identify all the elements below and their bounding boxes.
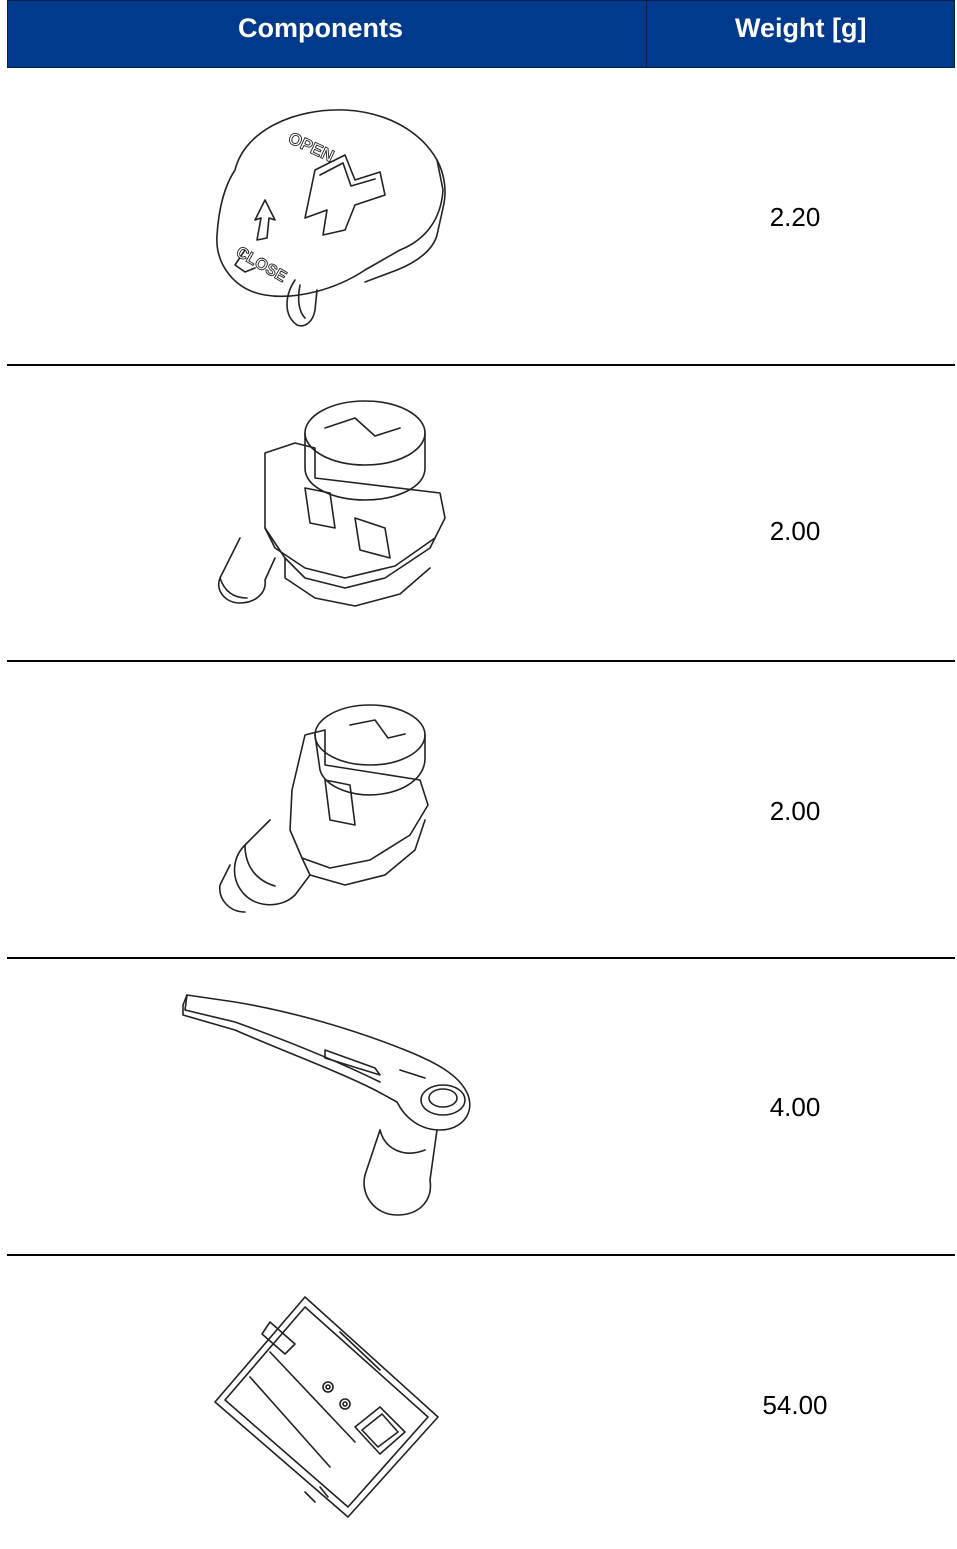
cap-close-label: CLOSE <box>233 244 290 286</box>
weight-value: 4.00 <box>769 1092 821 1122</box>
row-divider <box>7 1254 955 1256</box>
plug-knob-small-icon <box>219 704 429 913</box>
header-weight: Weight [g] <box>735 13 867 43</box>
row-divider <box>7 364 955 366</box>
row-divider <box>7 957 955 959</box>
cap-open-label: OPEN <box>285 128 337 166</box>
lever-handle-icon <box>182 994 471 1216</box>
table-header: Components Weight [g] <box>7 0 955 68</box>
row-divider <box>7 660 955 662</box>
rotary-cap-icon: OPEN CLOSE <box>216 109 446 327</box>
header-cell-components <box>8 1 647 67</box>
weight-value: 54.00 <box>762 1390 828 1420</box>
plug-knob-icon <box>218 400 446 607</box>
header-components: Components <box>238 13 403 43</box>
weight-value: 2.00 <box>769 796 821 826</box>
weight-value: 2.20 <box>769 202 821 232</box>
housing-block-icon <box>214 1296 439 1518</box>
weight-value: 2.00 <box>769 516 821 546</box>
